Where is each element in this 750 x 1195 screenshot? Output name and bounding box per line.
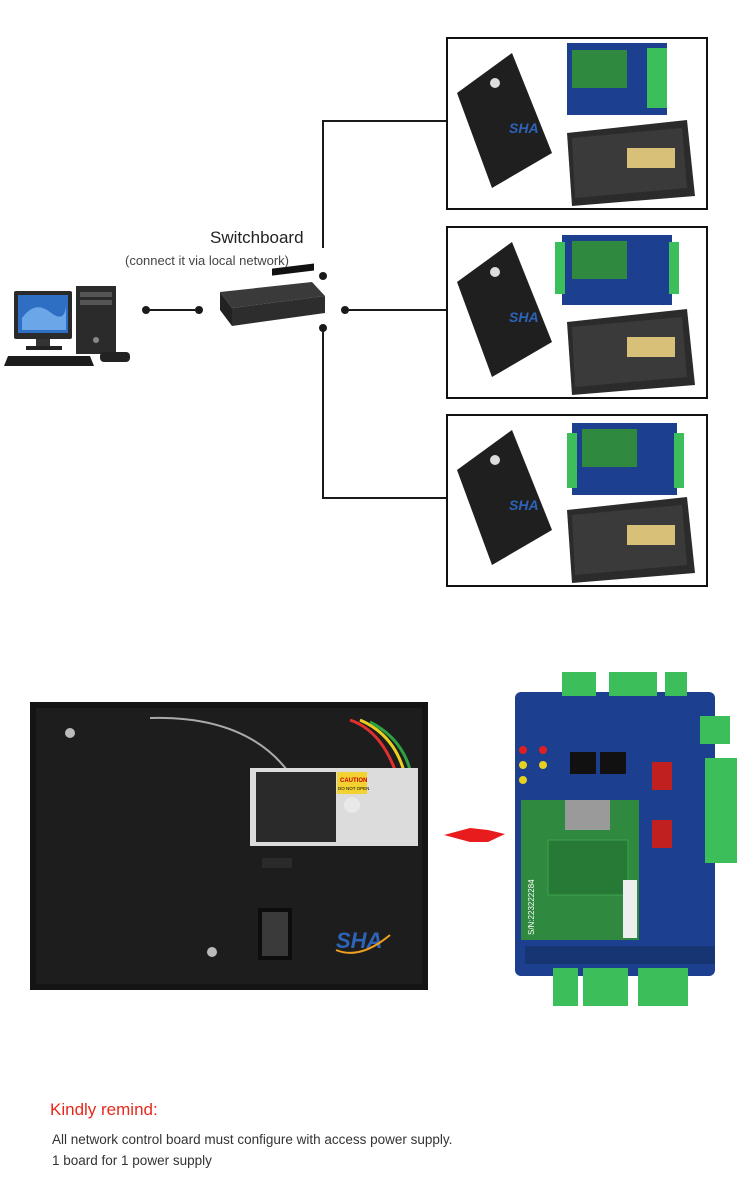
caution-label: CAUTION (340, 778, 367, 784)
line-to-panel-1 (322, 120, 446, 248)
power-enclosure-image: CAUTION DO NOT OPEN SHA (30, 702, 428, 990)
switchboard-device-icon (220, 263, 325, 326)
serial-label: S/N:223222284 (527, 879, 536, 935)
reminder-title: Kindly remind: (50, 1100, 158, 1119)
caution-text: DO NOT OPEN (338, 786, 369, 791)
svg-text:SHA: SHA (509, 120, 539, 136)
computer-icon (4, 286, 130, 366)
svg-text:SHA: SHA (509, 497, 539, 513)
pointing-hand-icon (444, 828, 505, 842)
controller-board-image: S/N:223222284 (515, 672, 737, 1006)
svg-text:SHA: SHA (509, 309, 539, 325)
svg-text:SHA: SHA (336, 928, 382, 953)
access-panel-3: SHA (446, 414, 708, 587)
switchboard-title: Switchboard (210, 228, 304, 247)
line-to-panel-3 (322, 330, 446, 499)
connection-dots (142, 272, 349, 332)
access-panel-1: SHA (446, 37, 708, 210)
connection-lines (146, 120, 446, 499)
switchboard-subtitle: (connect it via local network) (125, 253, 290, 268)
access-panel-2: SHA (446, 226, 708, 399)
reminder-line-2: 1 board for 1 power supply (52, 1153, 212, 1168)
reminder-line-1: All network control board must configure… (52, 1132, 453, 1147)
